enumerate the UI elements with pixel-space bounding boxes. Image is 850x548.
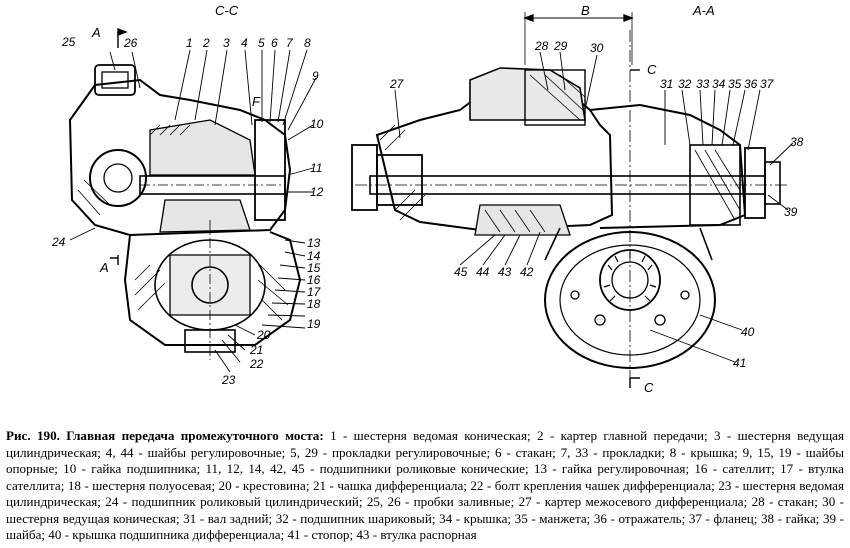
callout-5: 5 [258,36,265,50]
section-label-cc: C-C [215,3,239,18]
callout-36: 36 [744,77,758,91]
figure-caption: Рис. 190. Главная передача промежуточног… [6,428,844,544]
callout-44: 44 [476,265,490,279]
callout-20: 20 [256,328,271,342]
callout-40: 40 [741,325,755,339]
callout-1: 1 [186,36,193,50]
caption-body: 1 - шестерня ведомая коническая; 2 - кар… [6,428,844,542]
callout-16: 16 [307,273,321,287]
callout-26: 26 [123,36,138,50]
force-label-f: F [252,94,261,109]
callout-15: 15 [307,261,321,275]
callout-33: 33 [696,77,710,91]
callout-41: 41 [733,356,746,370]
callout-32: 32 [678,77,692,91]
callout-17: 17 [307,285,322,299]
callout-9: 9 [312,69,319,83]
callout-30: 30 [590,41,604,55]
section-arrow-a-bottom: A [99,260,109,275]
callout-35: 35 [728,77,742,91]
callout-21: 21 [249,343,263,357]
callout-18: 18 [307,297,321,311]
callout-13: 13 [307,236,321,250]
section-label-aa: A-A [692,3,715,18]
callout-37: 37 [760,77,775,91]
callout-43: 43 [498,265,512,279]
callout-10: 10 [310,117,324,131]
section-aa-drawing [351,12,790,388]
callout-24: 24 [51,235,66,249]
callout-42: 42 [520,265,534,279]
section-arrow-c-top: C [647,62,657,77]
technical-drawing: C-C A-A A A C C B F 1 2 3 4 5 6 7 8 9 10… [51,3,804,395]
callout-34: 34 [712,77,726,91]
section-arrow-c-bottom: C [644,380,654,395]
callout-19: 19 [307,317,321,331]
callout-38: 38 [790,135,804,149]
callout-8: 8 [304,36,311,50]
callout-28: 28 [534,39,549,53]
dimension-label-b: B [581,3,590,18]
callout-31: 31 [660,77,673,91]
leader-lines [69,49,794,373]
callout-39: 39 [784,205,798,219]
callout-4: 4 [241,36,248,50]
callout-2: 2 [202,36,210,50]
callout-7: 7 [286,36,294,50]
callout-3: 3 [223,36,230,50]
callout-14: 14 [307,249,321,263]
callout-23: 23 [221,373,236,387]
callout-6: 6 [271,36,278,50]
callout-45: 45 [454,265,468,279]
callout-25: 25 [61,35,76,49]
callout-11: 11 [310,161,322,175]
caption-title: Рис. 190. Главная передача промежуточног… [6,428,324,443]
section-arrow-a-top: A [91,25,101,40]
callout-12: 12 [310,185,324,199]
section-cc-drawing [68,28,302,360]
callout-29: 29 [553,39,568,53]
callout-22: 22 [249,357,264,371]
callout-27: 27 [389,77,405,91]
